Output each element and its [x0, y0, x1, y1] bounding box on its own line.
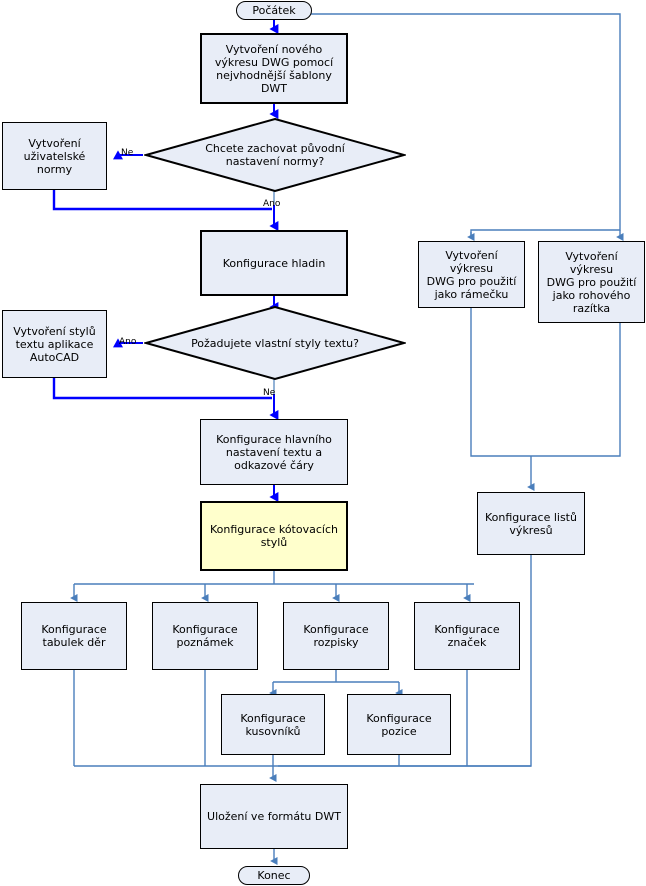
- node-create-dwg[interactable]: Vytvoření nového výkresu DWG pomocí nejv…: [200, 33, 348, 104]
- node-symbols-label: Konfigurace značek: [434, 623, 500, 649]
- node-hole-tables-label: Konfigurace tabulek děr: [41, 623, 107, 649]
- node-autocad-text-styles-label: Vytvoření stylů textu aplikace AutoCAD: [13, 324, 96, 364]
- edge-label-text-styles-yes: Ano: [119, 337, 137, 347]
- node-want-text-styles[interactable]: Požadujete vlastní styly textu?: [144, 306, 406, 380]
- node-save-dwt[interactable]: Uložení ve formátu DWT: [200, 784, 348, 849]
- node-sheet-config[interactable]: Konfigurace listů výkresů: [477, 492, 585, 555]
- node-main-text-config-label: Konfigurace hlavního nastavení textu a o…: [216, 432, 332, 472]
- node-symbols[interactable]: Konfigurace značek: [414, 602, 520, 670]
- node-keep-standard[interactable]: Chcete zachovat původní nastavení normy?: [144, 118, 406, 192]
- node-end[interactable]: Konec: [238, 866, 310, 885]
- node-frame-dwg-label: Vytvoření výkresu DWG pro použití jako r…: [426, 248, 517, 301]
- node-parts-lists[interactable]: Konfigurace kusovníků: [221, 694, 325, 755]
- node-dimension-styles-label: Konfigurace kótovacích stylů: [210, 523, 338, 549]
- node-notes[interactable]: Konfigurace poznámek: [152, 602, 258, 670]
- node-layers-label: Konfigurace hladin: [222, 256, 326, 270]
- edge-textstyles-return: [52, 378, 272, 400]
- node-create-dwg-label: Vytvoření nového výkresu DWG pomocí nejv…: [214, 42, 334, 95]
- edge-frame-title-merge-to-sheets: [470, 308, 621, 491]
- node-notes-label: Konfigurace poznámek: [172, 623, 238, 649]
- node-main-text-config[interactable]: Konfigurace hlavního nastavení textu a o…: [200, 419, 348, 485]
- node-parts-lists-label: Konfigurace kusovníků: [240, 711, 306, 738]
- node-balloons-label: Konfigurace pozice: [366, 711, 432, 738]
- node-user-standard[interactable]: Vytvoření uživatelské normy: [2, 122, 107, 190]
- diamond-shape: [144, 306, 406, 380]
- node-dimension-styles[interactable]: Konfigurace kótovacích stylů: [200, 501, 348, 571]
- node-user-standard-label: Vytvoření uživatelské normy: [23, 136, 86, 176]
- node-title-block-dwg-label: Vytvoření výkresu DWG pro použití jako r…: [546, 249, 637, 315]
- node-frame-dwg[interactable]: Vytvoření výkresu DWG pro použití jako r…: [418, 241, 525, 308]
- edge-label-keep-standard-no: Ne: [121, 148, 134, 158]
- edge-bottom-merge: [73, 670, 531, 782]
- node-balloons[interactable]: Konfigurace pozice: [347, 694, 451, 755]
- node-title-block-dwg[interactable]: Vytvoření výkresu DWG pro použití jako r…: [538, 241, 645, 323]
- node-autocad-text-styles[interactable]: Vytvoření stylů textu aplikace AutoCAD: [2, 310, 107, 378]
- node-end-label: Konec: [257, 869, 291, 882]
- node-sheet-config-label: Konfigurace listů výkresů: [485, 510, 577, 537]
- diamond-shape: [144, 118, 406, 192]
- node-save-dwt-label: Uložení ve formátu DWT: [207, 810, 341, 823]
- edge-userstandard-return: [52, 190, 272, 211]
- edge-dimstyles-fanout: [70, 571, 474, 602]
- edge-top-split-to-frame: [467, 230, 624, 241]
- node-hole-tables[interactable]: Konfigurace tabulek děr: [21, 602, 127, 670]
- edge-label-text-styles-no: Ne: [263, 388, 276, 398]
- edge-label-keep-standard-yes: Ano: [263, 199, 281, 209]
- node-start-label: Počátek: [252, 4, 296, 17]
- node-schedule[interactable]: Konfigurace rozpisky: [283, 602, 389, 670]
- edge-schedule-fanout: [269, 670, 403, 697]
- node-layers[interactable]: Konfigurace hladin: [200, 230, 348, 296]
- node-start[interactable]: Počátek: [236, 1, 312, 20]
- node-schedule-label: Konfigurace rozpisky: [303, 623, 369, 649]
